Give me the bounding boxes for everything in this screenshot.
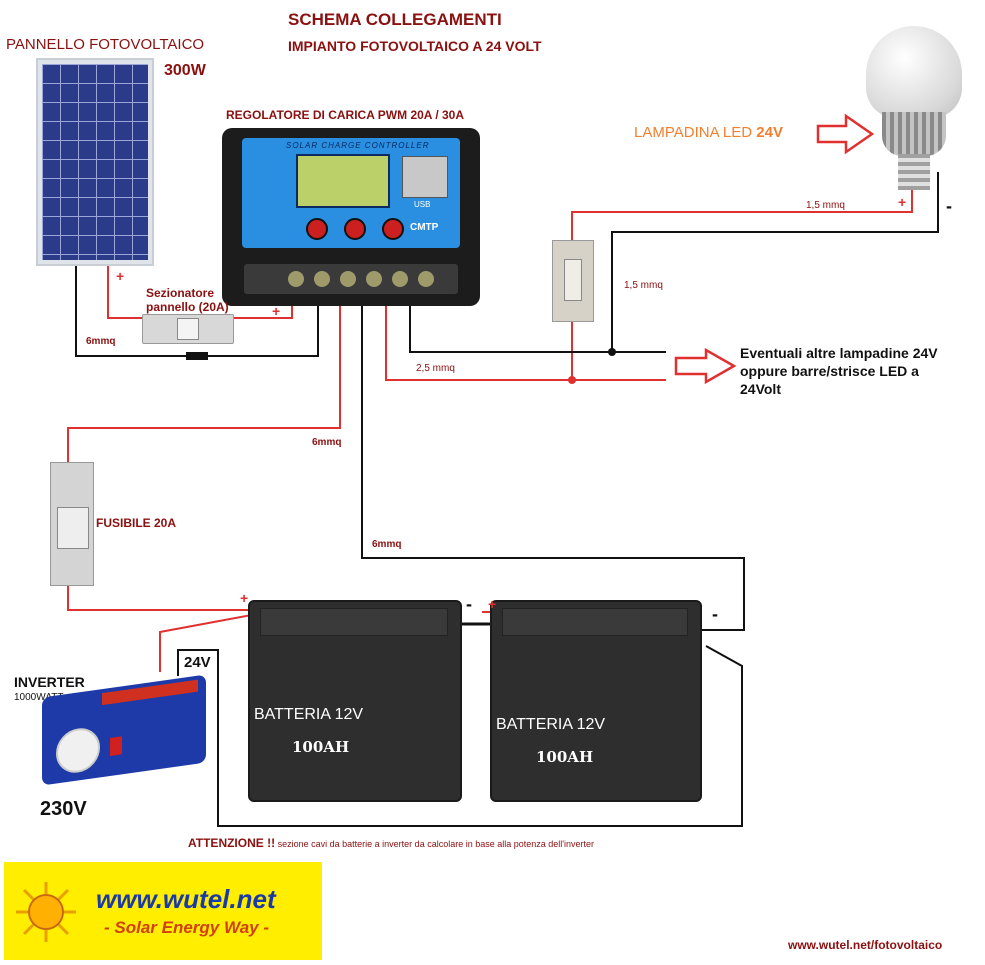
- menu-button[interactable]: [306, 218, 328, 240]
- battery-1: [248, 600, 462, 802]
- footer-link[interactable]: www.wutel.net/fotovoltaico: [788, 938, 943, 952]
- wire-label-switch: 1,5 mmq: [624, 280, 663, 291]
- controller-screen-title: SOLAR CHARGE CONTROLLER: [286, 141, 430, 150]
- battery-1-label: BATTERIA 12V: [254, 706, 364, 723]
- battery-1-capacity: 100AH: [292, 738, 350, 756]
- lcd-display: [296, 154, 390, 208]
- light-switch: [552, 240, 594, 322]
- wutel-logo[interactable]: www.wutel.net - Solar Energy Way -: [4, 862, 322, 960]
- terminal-screw: [418, 271, 434, 287]
- inverter-input-voltage: 24V: [184, 654, 211, 671]
- polarity-plus: +: [116, 268, 125, 284]
- polarity-plus: +: [898, 194, 907, 210]
- fuse-inline-panel: [186, 352, 208, 360]
- disconnector-lever[interactable]: [177, 318, 199, 340]
- usb-label: USB: [414, 200, 431, 209]
- wire-controller-load-negative: [409, 296, 666, 353]
- extra-loads-label: Eventuali altre lampadine 24V oppure bar…: [740, 345, 938, 397]
- wire-label-battery: 6mmq: [372, 539, 402, 550]
- terminal-screw: [314, 271, 330, 287]
- wire-controller-battery-negative: [361, 296, 745, 631]
- wire-label-fuse: 6mmq: [312, 437, 342, 448]
- wire-panel-positive: [107, 266, 142, 319]
- arrow-to-bulb: [816, 113, 875, 155]
- up-button[interactable]: [344, 218, 366, 240]
- polarity-minus: -: [946, 196, 952, 216]
- arrow-to-extra-loads: [674, 347, 737, 385]
- led-bulb: [866, 26, 962, 196]
- fuse-cartridge[interactable]: [57, 507, 89, 549]
- battery-2-capacity: 100AH: [536, 748, 594, 766]
- sun-icon: [16, 882, 76, 942]
- inverter-socket: [56, 725, 100, 776]
- terminal-screw: [392, 271, 408, 287]
- polarity-plus: +: [488, 596, 497, 612]
- bulb-label: LAMPADINA LED 24V: [634, 124, 783, 141]
- warning-note: ATTENZIONE !! sezione cavi da batterie a…: [188, 836, 595, 850]
- inverter-power-switch[interactable]: [110, 736, 122, 756]
- wire-label-panel: 6mmq: [86, 336, 116, 347]
- wire-bulb-negative: [611, 172, 939, 352]
- charge-controller: SOLAR CHARGE CONTROLLER USB CMTP: [222, 128, 480, 306]
- logo-url: www.wutel.net: [96, 884, 276, 914]
- controller-label: REGOLATORE DI CARICA PWM 20A / 30A: [226, 108, 465, 122]
- usb-ports: [402, 156, 448, 198]
- disconnector-label: Sezionatore pannello (20A): [146, 286, 229, 314]
- battery-2-label: BATTERIA 12V: [496, 716, 606, 733]
- inverter-label: INVERTER: [14, 674, 85, 690]
- switch-rocker[interactable]: [564, 259, 582, 301]
- terminal-screw: [340, 271, 356, 287]
- polarity-plus: +: [240, 590, 249, 606]
- wire-fuse-to-battery: [67, 585, 266, 611]
- fuse-label: FUSIBILE 20A: [96, 516, 177, 530]
- polarity-plus: +: [272, 303, 281, 319]
- fuse-holder: [50, 462, 94, 586]
- inverter-sublabel: 1000WATT: [14, 692, 64, 703]
- wire-inverter-negative: [177, 645, 743, 827]
- logo-tagline: - Solar Energy Way -: [104, 918, 270, 937]
- panel-power: 300W: [164, 62, 206, 79]
- wire-label-bulb: 1,5 mmq: [806, 200, 845, 211]
- junction-dot: [568, 376, 576, 384]
- junction-dot: [608, 348, 616, 356]
- wire-inverter-positive: [159, 611, 269, 672]
- terminal-block: [244, 264, 458, 294]
- solar-panel: [36, 58, 154, 266]
- inverter-output-voltage: 230V: [40, 798, 87, 820]
- disconnector: [142, 314, 234, 344]
- wire-label-loads: 2,5 mmq: [416, 363, 455, 374]
- polarity-minus: -: [466, 594, 472, 614]
- battery-2: [490, 600, 702, 802]
- page-subtitle: IMPIANTO FOTOVOLTAICO A 24 VOLT: [288, 38, 542, 54]
- down-button[interactable]: [382, 218, 404, 240]
- wire-controller-to-fuse: [67, 296, 341, 462]
- controller-brand: CMTP: [410, 222, 439, 233]
- polarity-minus: -: [712, 604, 718, 624]
- panel-label: PANNELLO FOTOVOLTAICO: [6, 36, 205, 53]
- controller-face: SOLAR CHARGE CONTROLLER USB CMTP: [242, 138, 460, 248]
- terminal-screw: [288, 271, 304, 287]
- terminal-screw: [366, 271, 382, 287]
- page-title: SCHEMA COLLEGAMENTI: [288, 10, 502, 29]
